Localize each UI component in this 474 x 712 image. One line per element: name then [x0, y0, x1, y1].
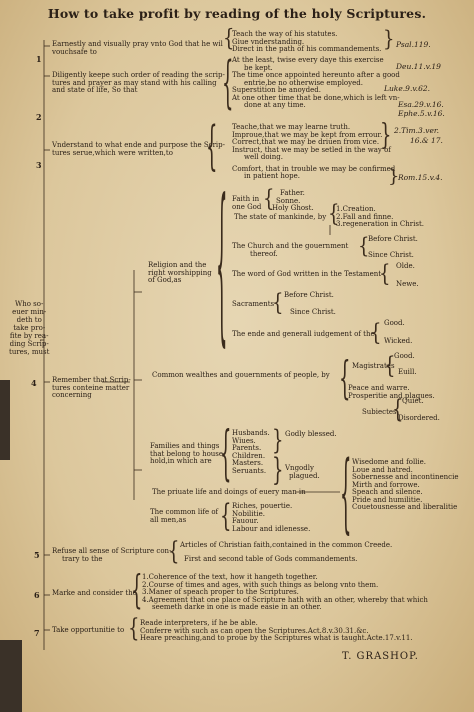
s3-ref: 16.& 17.: [410, 136, 443, 145]
end-label: The ende and generall iudgement of the: [232, 330, 375, 338]
s2-ref: Esa.29.v.16.: [398, 100, 444, 109]
brace: {: [168, 537, 180, 567]
s3-items: Teache,that we may learne truth.Improue,…: [232, 123, 396, 180]
s3-ref: 2.Tim.3.ver.: [394, 126, 440, 135]
brace: {: [340, 445, 352, 547]
brace: }: [272, 425, 284, 457]
brace: {: [131, 567, 143, 614]
s6-items: 1.Coherence of the text, how it hangeth …: [142, 573, 428, 611]
brace: {: [272, 289, 284, 317]
brace: {: [358, 233, 370, 259]
sacraments-items: Before Christ.Since Christ.: [284, 291, 336, 316]
section-number: 6: [34, 590, 40, 600]
section-number: 1: [36, 54, 42, 64]
brace: {: [220, 420, 232, 490]
word-label: The word of God written in the Testament: [232, 270, 382, 278]
s2-items: At the least, twise every daye this exer…: [232, 56, 400, 109]
section-number: 2: [36, 112, 42, 122]
brace: }: [380, 118, 392, 153]
s5-items: Articles of Christian faith,contained in…: [180, 541, 393, 563]
s3-lead: Vnderstand to what ende and purpose the …: [52, 141, 226, 157]
brace: }: [272, 452, 284, 489]
private-label: The priuate life and doings of euery man…: [152, 488, 306, 496]
section-number: 3: [36, 160, 42, 170]
s3-ref: Rom.15.v.4.: [398, 173, 443, 182]
persons: Father.Sonne.Holy Ghost.: [272, 189, 314, 212]
brace: {: [216, 169, 228, 369]
s1-lead: Earnestly and visually pray vnto God tha…: [52, 40, 223, 56]
torn-edge: [0, 380, 10, 460]
brace: {: [370, 319, 382, 347]
sacraments-label: Sacraments: [232, 300, 275, 308]
godly-blessed: Godly blessed.: [285, 430, 337, 438]
magistrates-label: Magistrates: [352, 362, 395, 370]
s7-lead: Take opportunitie to: [52, 626, 125, 634]
brace: {: [223, 24, 235, 52]
brace: {: [206, 117, 218, 179]
mankinde-states: 1.Creation.2.Fall and finne.3.regenerati…: [336, 205, 425, 228]
s2-ref: Ephe.5.v.16.: [398, 109, 445, 118]
s1-items: Teach the way of his statutes.Giue vnder…: [232, 30, 382, 53]
brace: {: [128, 614, 140, 644]
subiectes-items: Quiet.Disordered.: [398, 397, 440, 422]
brace: {: [384, 352, 396, 380]
peace-items: Peace and warre.Prosperitie and plagues.: [348, 384, 435, 400]
s2-ref: Deu.11.v.19: [396, 62, 441, 71]
riches-list: Riches, pouertie.Nobilitie.Fauour.Labour…: [232, 502, 311, 533]
household-items: Husbands.Wiues.Parents. Children.Masters…: [232, 429, 270, 475]
brace: {: [339, 353, 351, 406]
s6-lead: Marke and consider the: [52, 589, 137, 597]
brace: {: [392, 395, 404, 425]
section-number: 4: [31, 378, 37, 388]
subiectes-label: Subiectes: [362, 408, 397, 416]
torn-edge: [0, 640, 22, 712]
brace: {: [328, 200, 340, 228]
section-number: 7: [34, 628, 40, 638]
page-title: How to take profit by reading of the hol…: [47, 6, 427, 21]
signature: T. GRASHOP.: [342, 651, 419, 662]
church-items: Before Christ.Since Christ.: [368, 235, 418, 259]
magistrates-items: Good.Euill.: [394, 352, 417, 376]
mankinde-label: The state of mankinde, by: [234, 213, 327, 221]
end-items: Good.Wicked.: [384, 319, 413, 345]
brace: {: [220, 498, 232, 535]
commonwealth-label: Common wealthes and gouernments of peopl…: [152, 371, 330, 379]
s4-lead: Remember that Scrip-tures conteine matte…: [52, 376, 131, 399]
s2-lead: Diligently keepe such order of reading t…: [52, 71, 225, 94]
brace: {: [222, 51, 234, 117]
s7-items: Reade interpreters, if he be able.Confer…: [140, 619, 413, 642]
section-number: 5: [34, 550, 40, 560]
virtues-list: Wisedome and follie.Loue and hatred.Sobe…: [352, 458, 459, 511]
left-column-lead: Who so- euer min- deth to take pro- fite…: [9, 300, 50, 356]
brace: }: [388, 166, 400, 187]
brace: {: [379, 260, 391, 288]
s2-ref: Luke.9.v.62.: [384, 84, 430, 93]
s1-ref: Psal.119.: [396, 40, 431, 49]
brace: }: [383, 26, 395, 52]
s5-lead: Refuse all sense of Scripture con-trary …: [52, 547, 172, 563]
testaments: Olde.Newe.: [396, 262, 419, 288]
brace: {: [263, 185, 275, 213]
